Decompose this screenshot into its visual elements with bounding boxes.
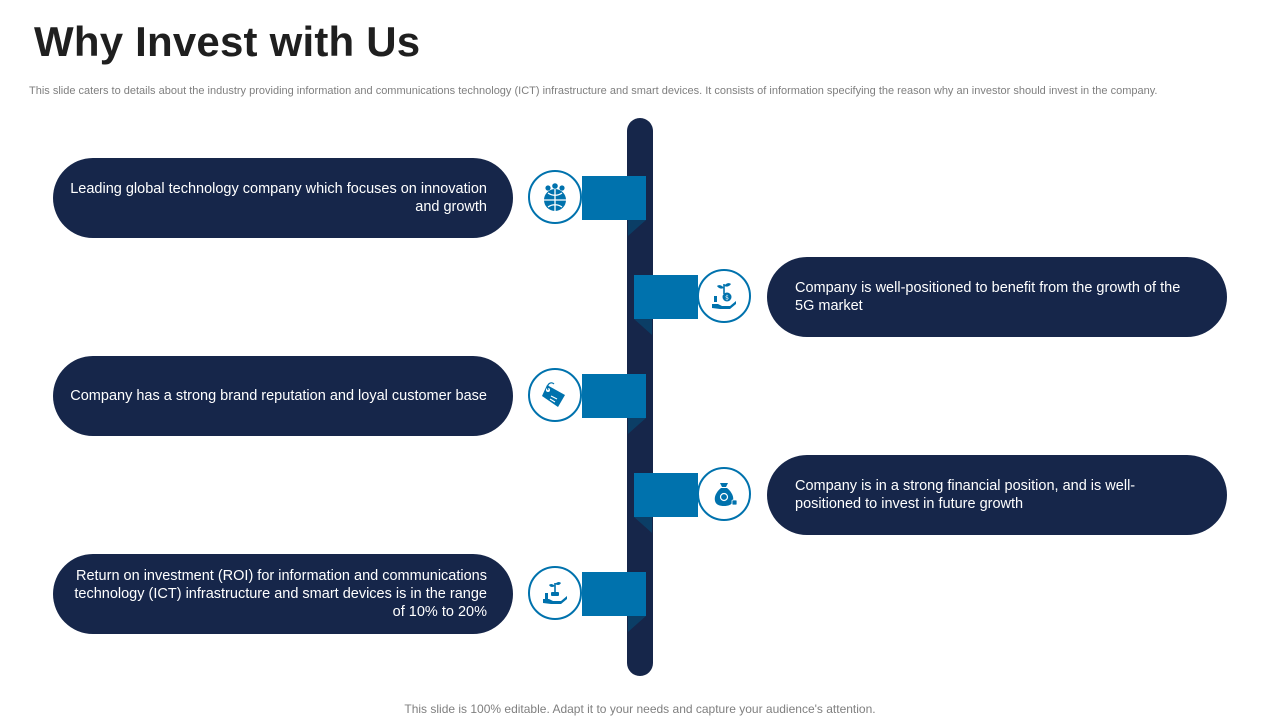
money-bag-icon bbox=[697, 467, 751, 521]
tag-icon bbox=[528, 368, 582, 422]
slide-footer: This slide is 100% editable. Adapt it to… bbox=[404, 702, 876, 716]
plant-money-hand-icon: $ bbox=[697, 269, 751, 323]
ribbon-fold-2 bbox=[634, 319, 652, 335]
point-1-text: Leading global technology company which … bbox=[70, 181, 487, 215]
ribbon-5 bbox=[582, 572, 646, 616]
hand-growth-icon bbox=[528, 566, 582, 620]
point-3-text: Company has a strong brand reputation an… bbox=[70, 388, 487, 404]
point-2: Company is well-positioned to benefit fr… bbox=[767, 257, 1227, 337]
point-5-text: Return on investment (ROI) for informati… bbox=[74, 568, 487, 620]
point-3: Company has a strong brand reputation an… bbox=[53, 356, 513, 436]
point-1: Leading global technology company which … bbox=[53, 158, 513, 238]
ribbon-fold-1 bbox=[628, 220, 646, 236]
ribbon-1 bbox=[582, 176, 646, 220]
ribbon-3 bbox=[582, 374, 646, 418]
slide-title: Why Invest with Us bbox=[34, 18, 421, 65]
point-2-text: Company is well-positioned to benefit fr… bbox=[795, 280, 1181, 314]
ribbon-2 bbox=[634, 275, 698, 319]
ribbon-fold-5 bbox=[628, 616, 646, 632]
point-4-text: Company is in a strong financial positio… bbox=[795, 478, 1136, 512]
slide-subtitle: This slide caters to details about the i… bbox=[29, 85, 1158, 97]
ribbon-fold-4 bbox=[634, 517, 652, 533]
globe-people-icon bbox=[528, 170, 582, 224]
ribbon-fold-3 bbox=[628, 418, 646, 434]
ribbon-4 bbox=[634, 473, 698, 517]
svg-text:$: $ bbox=[725, 295, 729, 302]
point-4: Company is in a strong financial positio… bbox=[767, 455, 1227, 535]
point-5: Return on investment (ROI) for informati… bbox=[53, 554, 513, 634]
